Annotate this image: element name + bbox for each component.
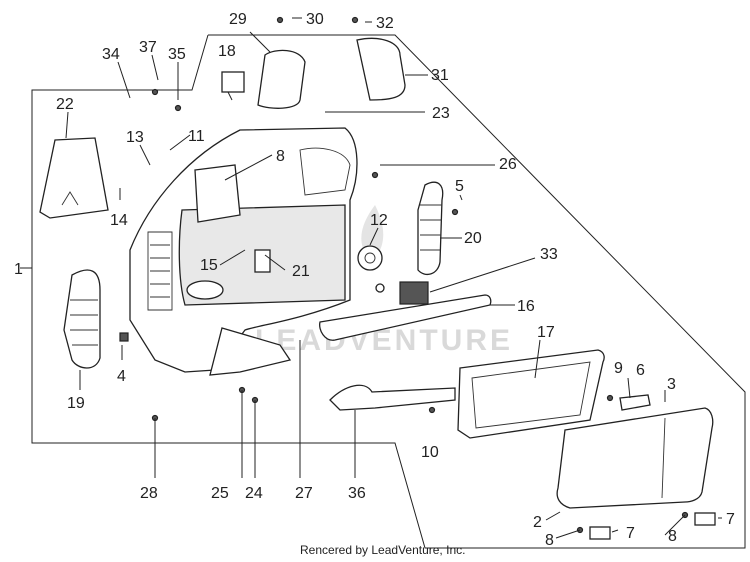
callout-8c: 8 [668, 528, 677, 545]
callout-23: 23 [432, 105, 450, 122]
callout-36: 36 [348, 485, 366, 502]
callout-11: 11 [188, 128, 205, 145]
callout-7b: 7 [726, 511, 735, 528]
callout-10: 10 [421, 444, 439, 461]
callout-15: 15 [200, 257, 218, 274]
callout-35: 35 [168, 46, 186, 63]
part-bracket [329, 384, 456, 411]
callout-32: 32 [376, 15, 394, 32]
callout-16: 16 [517, 298, 535, 315]
callout-1: 1 [14, 261, 23, 278]
leader-lines [20, 17, 722, 539]
callout-30: 30 [306, 11, 324, 28]
callout-5: 5 [455, 178, 464, 195]
callout-34: 34 [102, 46, 120, 63]
part-left-grille [63, 269, 101, 369]
callout-19: 19 [67, 395, 85, 412]
callout-7a: 7 [626, 525, 635, 542]
callout-22: 22 [56, 96, 74, 113]
part-main-housing [119, 127, 358, 376]
callout-31: 31 [431, 67, 449, 84]
credit-line: Rencered by LeadVenture, Inc. [300, 543, 465, 557]
part-right-cover [356, 37, 406, 101]
callout-3: 3 [667, 376, 676, 393]
part-right-grille [417, 181, 444, 276]
callout-25: 25 [211, 485, 229, 502]
hardware-screws [151, 16, 689, 534]
callout-9: 9 [614, 360, 623, 377]
part-handle [619, 394, 651, 411]
callout-21: 21 [292, 263, 310, 280]
callout-labels: 1 2 3 4 5 6 7 7 8 8 8 9 10 11 12 13 14 1… [14, 11, 735, 549]
callout-24: 24 [245, 485, 263, 502]
callout-8b: 8 [545, 532, 554, 549]
part-hinge-right [694, 512, 716, 526]
assembly-frame [31, 34, 746, 549]
callout-14: 14 [110, 212, 128, 229]
callout-8a: 8 [276, 148, 285, 165]
callout-13: 13 [126, 129, 144, 146]
part-lock [357, 245, 383, 271]
part-upper-cover [257, 49, 306, 109]
callout-6: 6 [636, 362, 645, 379]
callout-18: 18 [218, 43, 236, 60]
part-hinge-left [589, 526, 611, 540]
part-outer-shell [556, 407, 714, 509]
part-switch [375, 281, 429, 305]
callout-20: 20 [464, 230, 482, 247]
callout-29: 29 [229, 11, 247, 28]
callout-28: 28 [140, 485, 158, 502]
part-windshield-panel [39, 137, 109, 219]
callout-12: 12 [370, 212, 388, 229]
callout-33: 33 [540, 246, 558, 263]
callout-27: 27 [295, 485, 313, 502]
callout-17: 17 [537, 324, 555, 341]
callout-26: 26 [499, 156, 517, 173]
callout-2: 2 [533, 514, 542, 531]
callout-37: 37 [139, 39, 157, 56]
part-gasket-frame [457, 349, 605, 439]
part-clip [221, 71, 245, 93]
callout-4: 4 [117, 368, 126, 385]
